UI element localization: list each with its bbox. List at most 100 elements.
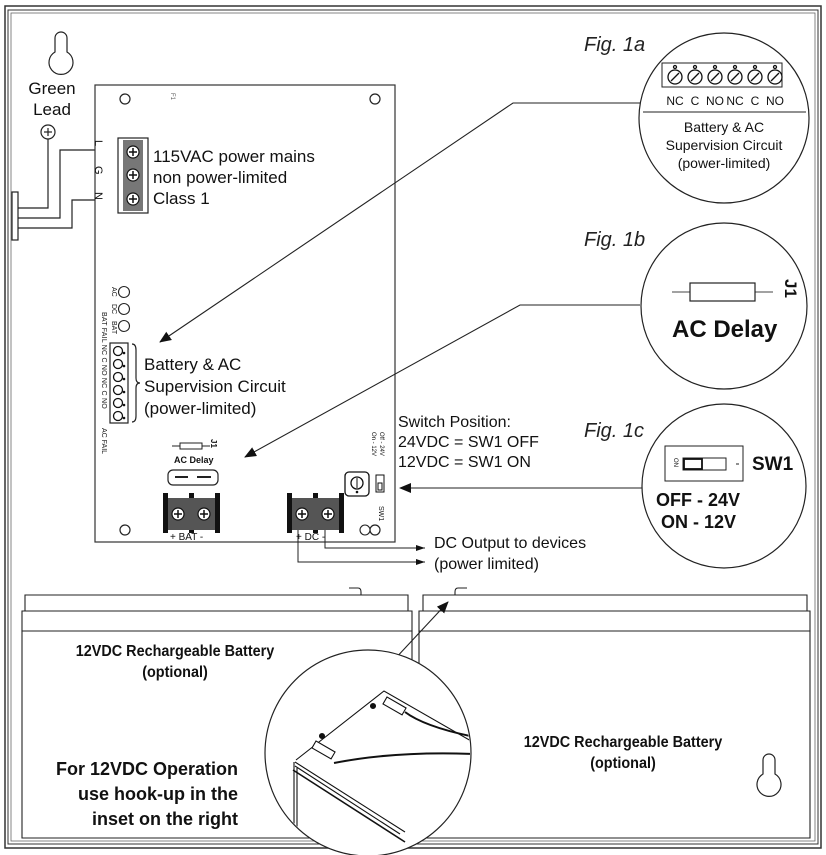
- fig-1a-screw-slot: [670, 72, 680, 82]
- keyhole-icon-bottom-right: [756, 753, 782, 797]
- supervision-line-3: (power-limited): [144, 399, 257, 418]
- fig-1a-terminal-nc-1: NC: [666, 94, 684, 108]
- dc-output-note: DC Output to devices (power limited): [434, 533, 586, 575]
- fig-1c-settings: OFF - 24V ON - 12V: [656, 489, 740, 533]
- fig-1a-screw-slot: [710, 72, 720, 82]
- fig-1a-caption-line-3: (power-limited): [677, 155, 771, 171]
- dc-terminal-block: [287, 493, 344, 533]
- battery-right-note: (optional): [590, 755, 656, 772]
- fig-1c-on-mark: ON: [672, 458, 678, 467]
- mains-description: 115VAC power mains non power-limited Cla…: [153, 146, 315, 209]
- fig-1a-terminal-no-1: NO: [706, 94, 724, 108]
- fig-1a-pin: [752, 64, 758, 70]
- supervision-side-label: BAT FAIL NC C NO NC C NO: [100, 312, 107, 409]
- supervision-terminal-block: [109, 342, 141, 424]
- inset-arrow: [392, 601, 449, 662]
- battery-hookup-inset: [264, 649, 472, 855]
- fig-1a-title: Fig. 1a: [584, 34, 646, 56]
- fig-1a-caption-line-1: Battery & AC: [683, 119, 765, 135]
- mains-line-2: non power-limited: [153, 168, 288, 187]
- supervision-line-1: Battery & AC: [144, 355, 242, 374]
- fig-1c-on-12v: ON - 12V: [661, 512, 737, 532]
- switch-side-on: On - 12V: [370, 432, 376, 457]
- fig-1a-screw-slot: [690, 72, 700, 82]
- bat-terminal-label: + BAT -: [170, 532, 204, 543]
- leader-lines: [159, 102, 645, 493]
- battery-terminal-block: [163, 493, 220, 533]
- fig-1a-screw-slot: [730, 72, 740, 82]
- fig-1a-pin: [772, 64, 778, 70]
- dc-output-line-1: DC Output to devices: [434, 535, 587, 552]
- fig-1b-caption: AC Delay: [672, 316, 778, 343]
- fig-1a-pin: [672, 64, 678, 70]
- battery-right-title: 12VDC Rechargeable Battery: [523, 734, 723, 751]
- led-label-bat: BAT: [110, 321, 117, 335]
- hookup-note: For 12VDC Operation use hook-up in the i…: [30, 757, 238, 832]
- battery-right: [418, 587, 811, 839]
- fig-1a-terminal-c-2: C: [750, 94, 760, 108]
- dc-output-line-2: (power limited): [434, 556, 539, 573]
- fig-1a-caption-line-2: Supervision Circuit: [665, 137, 783, 153]
- keyhole-icon-top-left: [48, 31, 74, 75]
- battery-left-note: (optional): [142, 664, 208, 681]
- terminal-label-g: G: [92, 166, 104, 175]
- fig-1a-terminal-no-2: NO: [766, 94, 784, 108]
- j1-board-label: J1: [209, 439, 218, 448]
- ground-screw-icon: [40, 124, 56, 140]
- green-lead-line-2: Lead: [33, 100, 71, 119]
- mains-wires: [11, 139, 116, 241]
- switch-position-title: Switch Position:: [398, 414, 511, 431]
- fig-1c-sw1-label: SW1: [752, 454, 794, 475]
- board-mount-holes: [119, 93, 381, 536]
- terminal-label-l: L: [92, 140, 104, 147]
- supervision-line-2: Supervision Circuit: [144, 377, 286, 396]
- sw1-board-label: SW1: [377, 506, 384, 522]
- mains-line-3: Class 1: [153, 189, 210, 208]
- battery-left-label: 12VDC Rechargeable Battery (optional): [54, 641, 297, 683]
- sw1-switch[interactable]: [375, 474, 385, 493]
- j1-jumper: [172, 442, 210, 450]
- dc-output-wires: [297, 530, 425, 565]
- switch-side-label: Off - 24V On - 12V: [369, 432, 385, 456]
- fig-1a-terminal-nc-2: NC: [726, 94, 744, 108]
- fig-1a-caption: Battery & AC Supervision Circuit (power-…: [654, 118, 794, 172]
- led-label-dc: DC: [110, 304, 117, 315]
- fig-1a-terminal-c-1: C: [690, 94, 700, 108]
- green-lead-line-1: Green: [28, 79, 76, 98]
- status-leds: [117, 285, 131, 333]
- mains-terminal-block: [117, 137, 149, 214]
- sw1-toggle-knob: [683, 458, 703, 470]
- ac-delay-board-label: AC Delay: [174, 455, 214, 465]
- terminal-label-n: N: [92, 192, 104, 200]
- fuse-holder: [167, 469, 219, 486]
- fig-1c-off-24v: OFF - 24V: [656, 490, 741, 510]
- brace: [131, 343, 141, 423]
- fig-1a-pin: [692, 64, 698, 70]
- switch-position-note: Switch Position: 24VDC = SW1 OFF 12VDC =…: [398, 413, 539, 473]
- fig-1a-pin: [712, 64, 718, 70]
- mains-line-1: 115VAC power mains: [153, 147, 315, 166]
- fuse-label: F1: [169, 93, 175, 101]
- led-label-ac: AC: [110, 287, 117, 297]
- hookup-note-line-2: use hook-up in the: [78, 784, 238, 804]
- fig-1a-pin: [732, 64, 738, 70]
- hookup-note-line-3: inset on the right: [92, 809, 238, 829]
- battery-left-title: 12VDC Rechargeable Battery: [75, 643, 275, 660]
- switch-position-12v: 12VDC = SW1 ON: [398, 454, 531, 471]
- fig-1a-screw-slot: [770, 72, 780, 82]
- fig-1c-inset: [641, 403, 807, 569]
- battery-right-label: 12VDC Rechargeable Battery (optional): [493, 732, 754, 774]
- switch-side-off: Off - 24V: [378, 432, 384, 456]
- dc-terminal-label: + DC -: [296, 532, 326, 543]
- fig-1b-title: Fig. 1b: [584, 229, 646, 251]
- switch-position-24v: 24VDC = SW1 OFF: [398, 434, 539, 451]
- power-supply-board: [94, 84, 396, 543]
- fig-1b-inset: [640, 222, 808, 390]
- fig-1a-inset: [638, 32, 810, 204]
- supervision-description: Battery & AC Supervision Circuit (power-…: [144, 354, 286, 420]
- fig-1a-screw-slot: [750, 72, 760, 82]
- fig-1c-title: Fig. 1c: [584, 420, 645, 442]
- fig-1b-j1-label: J1: [781, 279, 800, 298]
